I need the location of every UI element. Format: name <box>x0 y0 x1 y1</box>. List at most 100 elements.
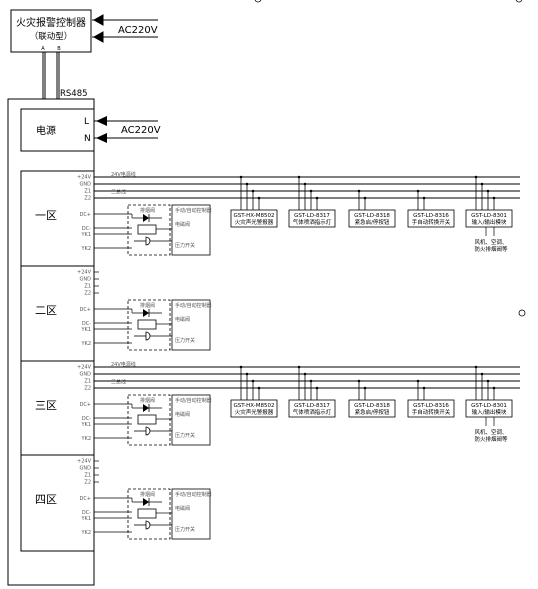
connector-circle-icon <box>518 309 526 317</box>
zone-1: 一区+24VGNDZ1Z224V电源线二总线GST-HX-M8502火灾声光警报… <box>20 170 520 267</box>
module-note-2: 防火排烟阀等 <box>474 435 508 443</box>
valve-header: 手动/自动控制器 <box>175 397 212 404</box>
device-desc: 火灾声光警报器 <box>235 408 274 416</box>
io-terminal-label: YK2 <box>80 530 91 536</box>
device-desc: 手自动转换开关 <box>412 218 451 226</box>
power-label: 电源 <box>36 124 56 137</box>
valve-switch-label: 压力开关 <box>175 432 195 439</box>
device-desc: 紧急启/停按钮 <box>355 218 390 226</box>
zones-group: 一区+24VGNDZ1Z224V电源线二总线GST-HX-M8502火灾声光警报… <box>20 170 520 552</box>
valve-switch-label: 压力开关 <box>175 526 195 533</box>
io-terminal-label: DC- <box>82 510 91 516</box>
bus-terminal-label: Z2 <box>84 480 91 486</box>
device-model: GST-LD-8318 <box>354 403 390 409</box>
device-desc: 紧急启/停按钮 <box>355 408 390 416</box>
zone-label: 三区 <box>35 399 57 412</box>
zone-label: 二区 <box>35 304 57 317</box>
valve-motor-label: 电磁阀 <box>175 316 190 323</box>
io-terminal-label: DC+ <box>79 402 91 408</box>
valve-motor-label: 电磁阀 <box>175 411 190 418</box>
device-model: GST-LD-8301 <box>471 213 507 219</box>
power-line-label: 24V电源线 <box>111 171 136 178</box>
bus-terminal-label: Z2 <box>84 196 91 202</box>
bus-terminal-label: +24V <box>77 175 92 181</box>
valve-title: 排烟阀 <box>140 491 155 498</box>
power-N: N <box>84 134 91 144</box>
bus-terminal-label: Z1 <box>84 189 91 195</box>
module-note-1: 风机、空调、 <box>474 428 507 436</box>
bus-terminal-label: +24V <box>77 365 92 371</box>
valve-title: 排烟阀 <box>140 397 155 404</box>
zone-3: 三区+24VGNDZ1Z224V电源线二总线GST-HX-M8502火灾声光警报… <box>20 360 520 456</box>
device-model: GST-LD-8316 <box>413 213 449 219</box>
io-terminal-label: YK1 <box>80 422 91 428</box>
bus-terminal-label: +24V <box>77 459 92 465</box>
device-desc: 输入/输出模块 <box>472 218 507 226</box>
module-note-2: 防火排烟阀等 <box>474 245 508 253</box>
zone-4: 四区+24VGNDZ1Z2DC+DC-YK1YK2手动/自动控制器电磁阀压力开关… <box>20 454 212 552</box>
io-terminal-label: DC+ <box>79 496 91 502</box>
io-terminal-label: DC- <box>82 226 91 232</box>
bus-terminal-label: GND <box>80 466 92 472</box>
power-line-label: 24V电源线 <box>111 361 136 368</box>
connector-circle-icon <box>515 0 523 3</box>
device-model: GST-LD-8317 <box>294 403 330 409</box>
valve-title: 排烟阀 <box>140 207 155 214</box>
io-terminal-label: YK2 <box>80 436 91 442</box>
power-ac-label: AC220V <box>121 125 161 136</box>
controller-ac-supply <box>92 14 158 43</box>
connector-circle-icon <box>254 0 262 3</box>
device-model: GST-LD-8316 <box>413 403 449 409</box>
zone-label: 四区 <box>35 493 57 506</box>
controller-ac-label: AC220V <box>118 25 158 36</box>
signal-line-label: 二总线 <box>111 189 126 196</box>
valve-title: 排烟阀 <box>140 302 155 309</box>
io-terminal-label: DC- <box>82 416 91 422</box>
device-desc: 火灾声光警报器 <box>235 218 274 226</box>
bus-terminal-label: GND <box>80 182 92 188</box>
valve-switch-label: 压力开关 <box>175 337 195 344</box>
bus-terminal-label: Z1 <box>84 473 91 479</box>
power-block: 电源 L N AC220V <box>20 108 161 152</box>
valve-motor-label: 电磁阀 <box>175 221 190 228</box>
power-L: L <box>84 117 89 127</box>
valve-header: 手动/自动控制器 <box>175 491 212 498</box>
controller-title: 火灾报警控制器 <box>16 16 86 29</box>
io-terminal-label: YK2 <box>80 246 91 252</box>
io-terminal-label: YK1 <box>80 516 91 522</box>
fire-alarm-controller: 火灾报警控制器 （联动型） A B <box>10 9 92 53</box>
device-model: GST-LD-8318 <box>354 213 390 219</box>
bus-terminal-label: Z1 <box>84 284 91 290</box>
controller-terminal-b: B <box>57 46 61 52</box>
device-model: GST-LD-8301 <box>471 403 507 409</box>
rs485-label: RS485 <box>60 89 88 99</box>
device-model: GST-HX-M8502 <box>234 213 275 219</box>
bus-terminal-label: +24V <box>77 270 92 276</box>
valve-header: 手动/自动控制器 <box>175 302 212 309</box>
bus-terminal-label: Z2 <box>84 386 91 392</box>
device-desc: 气体喷洒指示灯 <box>293 408 332 416</box>
bus-terminal-label: Z2 <box>84 291 91 297</box>
io-terminal-label: YK1 <box>80 327 91 333</box>
io-terminal-label: YK2 <box>80 341 91 347</box>
module-note-1: 风机、空调、 <box>474 238 507 246</box>
controller-subtitle: （联动型） <box>30 31 73 42</box>
device-desc: 输入/输出模块 <box>472 408 507 416</box>
device-model: GST-HX-M8502 <box>234 403 275 409</box>
valve-switch-label: 压力开关 <box>175 242 195 249</box>
